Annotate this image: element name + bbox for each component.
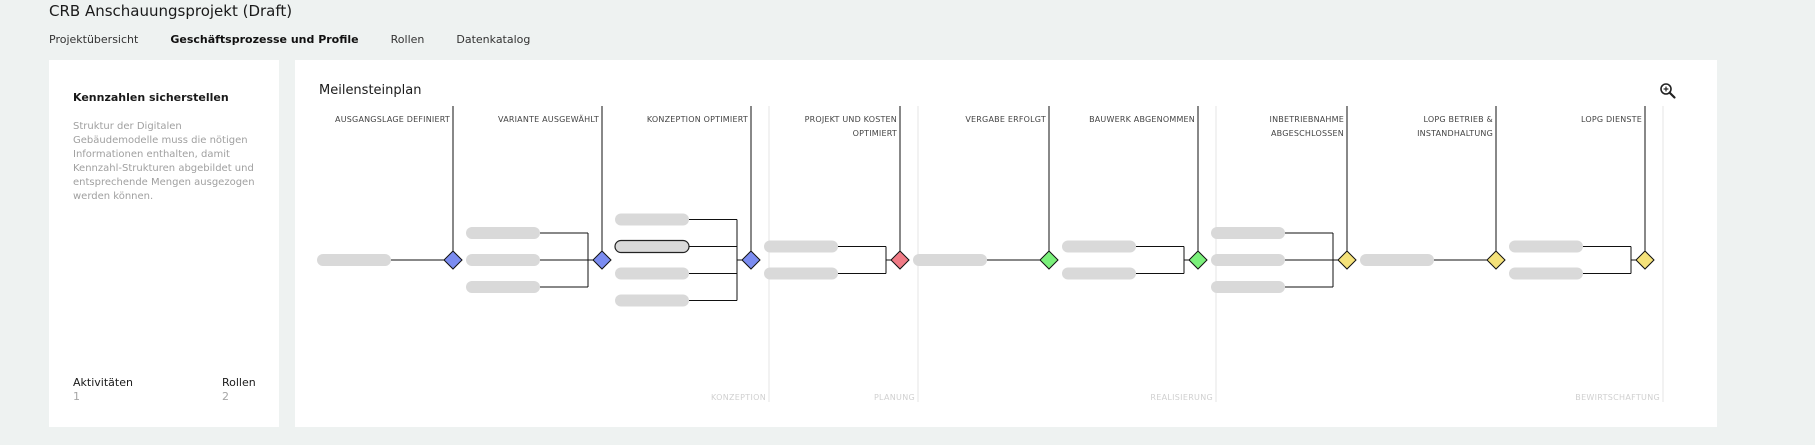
milestone-diamond[interactable] <box>1039 250 1059 270</box>
phase-label: REALISIERUNG <box>1150 393 1213 402</box>
milestone-label: PROJEKT UND KOSTEN <box>805 115 897 124</box>
milestone-diamond[interactable] <box>890 250 910 270</box>
activity-pill[interactable] <box>615 267 689 280</box>
tab-datenkatalog[interactable]: Datenkatalog <box>456 33 531 46</box>
milestone-diamond[interactable] <box>592 250 612 270</box>
stat-aktivitaeten: Aktivitäten 1 <box>73 376 133 403</box>
stat-value: 2 <box>222 390 229 403</box>
activity-pill[interactable] <box>913 254 987 266</box>
activity-pill[interactable] <box>764 267 838 280</box>
activity-pill[interactable] <box>1062 267 1136 280</box>
milestone-label: ABGESCHLOSSEN <box>1271 129 1344 138</box>
phase-label: KONZEPTION <box>711 393 766 402</box>
activity-pill[interactable] <box>1211 281 1285 293</box>
plan-title: Meilensteinplan <box>319 83 422 98</box>
milestone-diamond[interactable] <box>443 250 463 270</box>
activity-pill[interactable] <box>1211 227 1285 239</box>
activity-pill[interactable] <box>1509 267 1583 280</box>
activity-pill[interactable] <box>466 254 540 266</box>
milestone-label: VERGABE ERFOLGT <box>965 115 1046 124</box>
usecase-card: Kennzahlen sicherstellen Struktur der Di… <box>49 60 279 427</box>
milestone-label: LOPG DIENSTE <box>1581 115 1642 124</box>
tab-projektuebersicht[interactable]: Projektübersicht <box>49 33 139 46</box>
activity-pill[interactable] <box>764 240 838 253</box>
phase-label: PLANUNG <box>874 393 915 402</box>
milestone-label: INSTANDHALTUNG <box>1417 129 1493 138</box>
usecase-title: Kennzahlen sicherstellen <box>73 91 229 104</box>
activity-pill[interactable] <box>1360 254 1434 266</box>
milestone-label: AUSGANGSLAGE DEFINIERT <box>335 115 450 124</box>
milestone-label: VARIANTE AUSGEWÄHLT <box>498 114 599 124</box>
activity-pill[interactable] <box>317 254 391 266</box>
tab-geschaeftsprozesse[interactable]: Geschäftsprozesse und Profile <box>170 33 359 46</box>
tab-rollen[interactable]: Rollen <box>390 33 425 46</box>
milestone-label: BAUWERK ABGENOMMEN <box>1089 115 1195 124</box>
activity-pill[interactable] <box>615 213 689 226</box>
activity-pill[interactable] <box>466 281 540 293</box>
milestone-diamond[interactable] <box>1337 250 1357 270</box>
milestone-diamond[interactable] <box>741 250 761 270</box>
stat-label: Aktivitäten <box>73 376 133 389</box>
zoom-in-icon[interactable] <box>1659 82 1677 100</box>
milestone-label: KONZEPTION OPTIMIERT <box>647 115 748 124</box>
milestone-diamond[interactable] <box>1188 250 1208 270</box>
stat-rollen: Rollen 2 <box>222 376 256 403</box>
project-title: CRB Anschauungsprojekt (Draft) <box>49 2 293 20</box>
milestone-diamond[interactable] <box>1635 250 1655 270</box>
milestone-label: LOPG BETRIEB & <box>1423 115 1493 124</box>
stat-value: 1 <box>73 390 80 403</box>
milestone-label: OPTIMIERT <box>853 129 897 138</box>
activity-pill[interactable] <box>1062 240 1136 253</box>
milestone-plan-card: Meilensteinplan KONZEPTION PLANUNG REALISI… <box>295 60 1717 427</box>
activity-pill[interactable] <box>1509 240 1583 253</box>
milestone-diamond[interactable] <box>1486 250 1506 270</box>
usecase-description: Struktur der Digitalen Gebäudemodelle mu… <box>73 121 255 202</box>
main-tabs: Projektübersicht Geschäftsprozesse und P… <box>49 33 530 46</box>
activity-pill[interactable] <box>614 239 690 254</box>
phase-label: BEWIRTSCHAFTUNG <box>1575 393 1660 402</box>
activity-pill[interactable] <box>615 294 689 307</box>
stat-label: Rollen <box>222 376 256 389</box>
milestone-diagram: KONZEPTION PLANUNG REALISIERUNG BEWIRTSCHAF… <box>317 106 1664 402</box>
milestone-label: INBETRIEBNAHME <box>1270 115 1344 124</box>
activity-pill[interactable] <box>1211 254 1285 266</box>
activity-pill[interactable] <box>466 227 540 239</box>
